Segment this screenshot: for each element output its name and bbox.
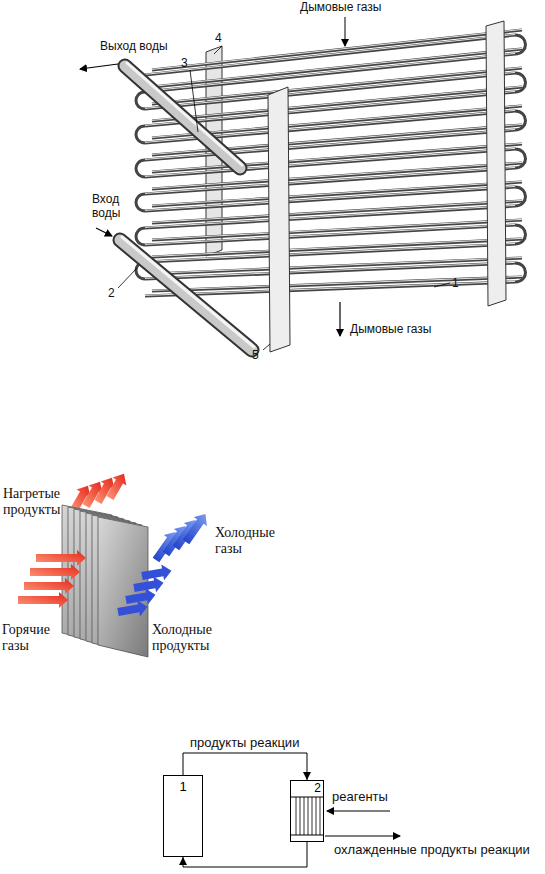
tube <box>145 186 515 210</box>
heat-exchanger: 2 <box>290 780 324 842</box>
tube <box>145 72 515 108</box>
text-label: Дымовые газы <box>350 323 460 337</box>
tube <box>152 258 522 274</box>
gas-arrow <box>339 302 340 336</box>
node-label: 2 <box>314 781 321 796</box>
reactor-box: 1 <box>163 775 203 857</box>
leader-line <box>214 46 222 54</box>
node-label: 1 <box>164 776 202 794</box>
tube-bend <box>136 92 145 109</box>
inlet-header <box>120 240 252 350</box>
text-label: Выход воды <box>100 40 180 54</box>
tube <box>152 182 522 206</box>
leader-line <box>118 268 137 288</box>
tube-bend <box>515 35 526 54</box>
tube <box>145 243 515 261</box>
tube-bend <box>515 73 526 92</box>
gas-arrow <box>345 17 346 46</box>
text-label: Дымовые газы <box>300 1 410 15</box>
outlet-header <box>125 66 240 168</box>
leader-line <box>434 283 450 287</box>
text-label: реагенты <box>332 790 412 805</box>
tube <box>152 201 522 223</box>
tube-bank <box>136 29 526 296</box>
leader-line <box>263 344 270 350</box>
tube <box>145 187 515 211</box>
tube <box>296 797 297 835</box>
tube <box>152 276 522 290</box>
tube <box>152 220 522 240</box>
outlet-header <box>125 66 240 168</box>
tube-bend <box>136 228 145 245</box>
tube <box>152 48 522 86</box>
tube <box>152 30 522 70</box>
outlet-header <box>127 63 242 165</box>
arrowhead <box>303 772 311 780</box>
tube <box>152 200 522 222</box>
callout-number: 4 <box>215 32 229 46</box>
product-arrow <box>325 836 400 837</box>
tube <box>152 239 522 257</box>
callout-number: 2 <box>108 287 122 301</box>
tube-bend <box>136 194 145 211</box>
flow-arrow <box>24 578 74 594</box>
tube <box>300 797 301 835</box>
callout-number: 1 <box>452 277 466 291</box>
tube-bend <box>515 187 526 206</box>
inlet-header <box>122 237 254 347</box>
tube-bend <box>515 225 526 244</box>
support-plate <box>268 87 290 352</box>
tube <box>320 797 321 835</box>
tube <box>152 49 522 87</box>
flow-arrow <box>141 565 171 581</box>
tube <box>304 797 305 835</box>
tube <box>312 797 313 835</box>
edge-label: продукты реакции <box>190 736 299 751</box>
flow-arrow <box>107 474 127 500</box>
leader-line <box>190 70 198 132</box>
tube <box>308 797 309 835</box>
tube <box>152 219 522 239</box>
flow-arrow <box>80 64 118 69</box>
text-label: Холодные продукты <box>152 622 236 654</box>
support-plate <box>486 21 506 306</box>
tube-bend <box>136 126 145 143</box>
text-label: Горячие газы <box>2 622 62 654</box>
tube <box>316 797 317 835</box>
text-label: охлажденные продукты реакции <box>334 843 539 858</box>
text-label: Нагретые продукты <box>3 486 71 518</box>
tube-bend <box>136 160 145 177</box>
text-label: Холодные газы <box>215 525 287 557</box>
tube <box>152 277 522 291</box>
tube <box>145 92 515 126</box>
tube <box>152 29 522 69</box>
tube <box>152 257 522 273</box>
feed-arrow <box>327 811 390 812</box>
tube-bend <box>515 149 526 168</box>
flow-arrow <box>96 228 112 236</box>
flow-arrow <box>18 592 68 608</box>
flow-arrow <box>183 514 207 544</box>
tube <box>152 181 522 205</box>
flow-arrow <box>30 564 80 580</box>
tube-bend <box>515 111 526 130</box>
callout-number: 5 <box>252 349 266 363</box>
inlet-header <box>120 240 252 350</box>
tube <box>152 68 522 104</box>
text-label: Вход воды <box>92 193 132 221</box>
arrowhead <box>179 857 187 865</box>
flow-arrow <box>36 550 86 566</box>
tube <box>145 91 515 125</box>
callout-number: 3 <box>181 57 195 71</box>
tube <box>152 238 522 256</box>
tube-bend <box>515 263 526 282</box>
